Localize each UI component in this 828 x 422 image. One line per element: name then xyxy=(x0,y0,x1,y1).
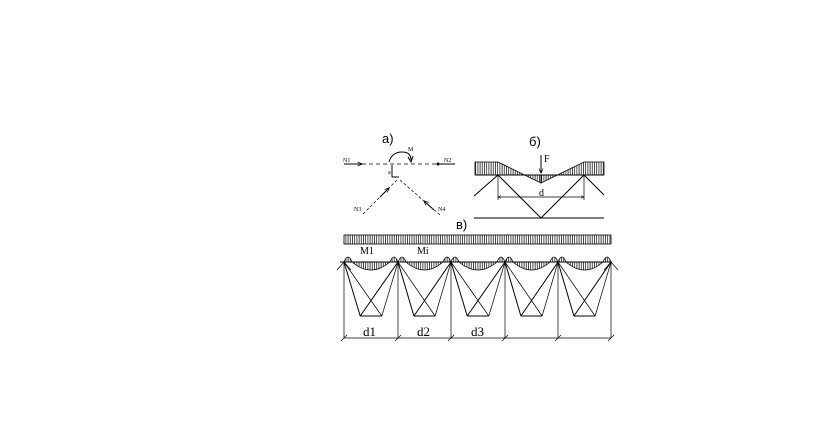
diagonal xyxy=(397,261,436,317)
dim-tick xyxy=(340,334,348,342)
n4-arrow xyxy=(424,201,435,211)
diagonal xyxy=(488,261,506,317)
label-n3: N3 xyxy=(354,207,361,213)
panel-b: б) F d xyxy=(473,134,605,219)
moment-diagram-right xyxy=(540,161,605,184)
label-n1: N1 xyxy=(343,158,350,164)
diagonal xyxy=(359,261,399,317)
truss-v xyxy=(343,261,612,338)
label-point: a xyxy=(388,170,391,176)
dim-tick xyxy=(394,334,402,342)
label-d2: d2 xyxy=(417,324,430,339)
label-d1: d1 xyxy=(363,324,376,339)
dim-tick xyxy=(554,334,562,342)
chord-moment-diagram xyxy=(343,256,612,271)
diagonal xyxy=(434,261,452,317)
diagonal xyxy=(343,261,361,317)
label-span-d: d xyxy=(539,188,544,199)
truss-b-right-diag xyxy=(540,174,585,219)
label-moment: M xyxy=(408,147,414,153)
diagonal xyxy=(573,261,612,317)
distributed-load xyxy=(343,234,612,245)
support-right xyxy=(603,261,619,271)
moment-arc xyxy=(388,151,412,163)
diagonal xyxy=(466,261,506,317)
panel-moment-diagram xyxy=(397,256,452,271)
label-force: F xyxy=(544,154,550,165)
panel-a-title: а) xyxy=(382,131,394,146)
diagonal xyxy=(413,261,452,317)
panel-moment-diagram xyxy=(557,256,612,271)
panel-v-title: в) xyxy=(456,217,467,232)
diagonal xyxy=(557,261,575,317)
truss-b-left-diag xyxy=(497,174,542,219)
panel-moment-diagram xyxy=(343,256,399,271)
truss-b-left-out xyxy=(473,174,499,197)
dim-tick xyxy=(501,334,509,342)
diagonal xyxy=(541,261,559,317)
support-left xyxy=(336,261,352,271)
diagonal xyxy=(450,261,490,317)
diagonal xyxy=(520,261,559,317)
diagonal xyxy=(381,261,399,317)
panel-moment-diagram xyxy=(450,256,506,271)
diagonal xyxy=(343,261,383,317)
truss-b-right-out xyxy=(583,174,605,196)
label-n2: N2 xyxy=(444,158,451,164)
diagonal xyxy=(450,261,468,317)
label-n4: N4 xyxy=(438,207,445,213)
dim-tick xyxy=(607,334,615,342)
moment-diagram-left xyxy=(474,161,542,184)
diagonal xyxy=(504,261,543,317)
label-m1: M1 xyxy=(360,246,374,257)
panel-a: а) N1 N2 N3 N4 M a xyxy=(343,131,455,216)
moment-arrowhead xyxy=(407,155,414,164)
diagonal xyxy=(557,261,596,317)
dim-ticks xyxy=(340,334,615,342)
panel-b-title: б) xyxy=(529,134,541,149)
label-mi: Mi xyxy=(417,246,429,257)
diagonal xyxy=(594,261,612,317)
panel-moment-diagram xyxy=(504,256,559,271)
diag-left-dashed xyxy=(361,179,398,216)
n2-node xyxy=(436,162,440,166)
panel-v: в) M1 Mi d1 d2 d3 xyxy=(336,217,619,342)
dim-tick xyxy=(447,334,455,342)
n3-arrow xyxy=(379,188,389,198)
label-d3: d3 xyxy=(471,324,484,339)
diag-right-dashed xyxy=(399,179,441,216)
diagonal xyxy=(397,261,415,317)
diagonal xyxy=(504,261,522,317)
